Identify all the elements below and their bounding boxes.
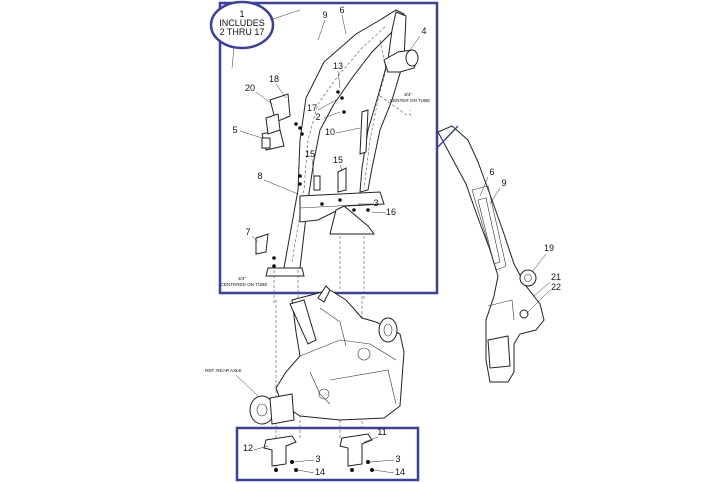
callout-17: 17 — [307, 103, 317, 113]
callout-4: 4 — [421, 26, 426, 36]
note-rear-axle: REF. REAR AXLE — [205, 368, 242, 373]
callout-18: 18 — [269, 74, 279, 84]
steering-frame-part — [265, 9, 407, 277]
callout-6: 6 — [339, 5, 344, 15]
callout-2: 2 — [315, 112, 320, 122]
part-10-strip — [359, 109, 369, 155]
callout-5: 5 — [232, 125, 237, 135]
rear-axle-leader — [235, 374, 259, 397]
callout-1-group: 1 INCLUDES 2 THRU 17 — [209, 0, 301, 69]
part-15-tab — [337, 167, 347, 193]
callout-10: 10 — [325, 127, 335, 137]
note-center-tube-right-2: CENTER ON TUBE — [390, 98, 431, 103]
callout-21: 21 — [551, 272, 561, 282]
note-center-tube-right-1: 3/4" — [404, 92, 412, 97]
frame-bolts — [272, 90, 370, 268]
callout-11: 11 — [377, 427, 386, 437]
callout-9b: 9 — [501, 178, 506, 188]
callout-20: 20 — [245, 83, 255, 93]
handle-side-view — [437, 125, 545, 383]
callout-14a: 14 — [315, 467, 325, 477]
note-center-tube-left-1: 3/4" — [238, 276, 246, 281]
part-7-bracket — [255, 233, 269, 255]
part-5-handle — [261, 129, 285, 151]
detail-connector — [436, 125, 459, 149]
callout-7: 7 — [245, 227, 250, 237]
callout-9: 9 — [322, 10, 327, 20]
callout-labels: 9 6 4 13 18 20 17 2 5 10 15 15 8 3 16 7 … — [232, 5, 561, 477]
callout-22: 22 — [551, 282, 561, 292]
callout-3a: 3 — [373, 198, 378, 208]
callout-1-line2: 2 THRU 17 — [220, 27, 265, 37]
callout-19: 19 — [544, 243, 554, 253]
part-15-tab-b — [313, 175, 321, 191]
callout-leaders — [239, 14, 551, 474]
callout-8: 8 — [257, 171, 262, 181]
callout-15b: 15 — [333, 155, 343, 165]
part-20-bracket — [265, 93, 291, 135]
callout-14b: 14 — [395, 467, 405, 477]
transmission-assembly — [249, 285, 405, 425]
bottom-bracket-frame — [235, 426, 420, 482]
callout-1-number: 1 — [239, 9, 244, 19]
callout-1-line1: INCLUDES — [219, 18, 265, 28]
callout-16: 16 — [386, 207, 396, 217]
callout-1-leader-b — [269, 9, 301, 21]
callout-3b: 3 — [315, 454, 320, 464]
note-center-tube-left-2: CENTERED ON TUBE — [221, 282, 268, 287]
callout-3c: 3 — [395, 454, 400, 464]
part-4-cylinder — [383, 49, 419, 73]
callout-1-leader — [231, 47, 235, 69]
callout-15a: 15 — [305, 149, 315, 159]
callout-1-circle — [209, 0, 275, 50]
callout-13: 13 — [333, 61, 343, 71]
callout-6b: 6 — [489, 167, 494, 177]
callout-12: 12 — [243, 443, 253, 453]
